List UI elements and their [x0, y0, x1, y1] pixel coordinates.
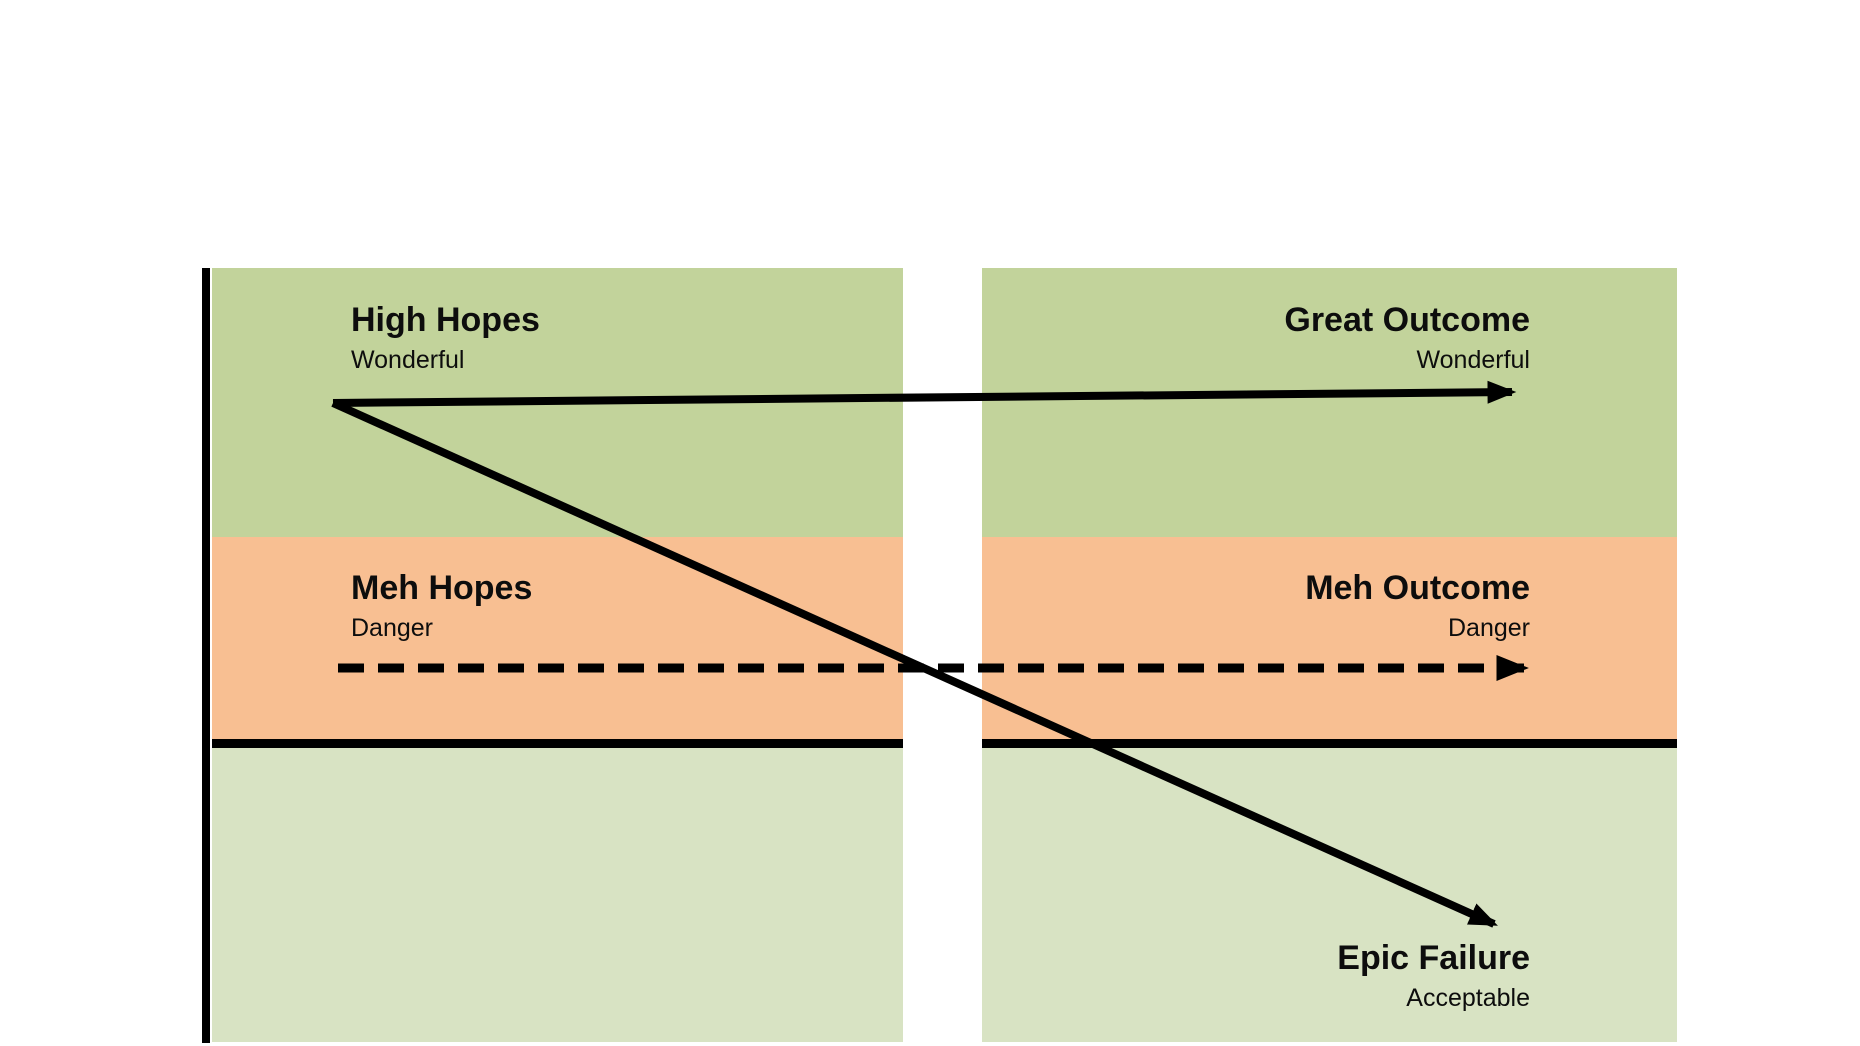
epic-failure-heading: Epic Failure — [1337, 939, 1530, 977]
high-hopes-heading: High Hopes — [351, 301, 540, 339]
label-meh-hopes: Meh Hopes Danger — [351, 568, 532, 643]
meh-hopes-heading: Meh Hopes — [351, 569, 533, 607]
vertical-axis-line — [202, 268, 210, 1043]
label-meh-outcome: Meh Outcome Danger — [1305, 568, 1530, 643]
great-outcome-heading: Great Outcome — [1284, 301, 1530, 339]
hopes-column — [212, 268, 903, 1042]
hopes-band-meh — [212, 537, 903, 748]
great-outcome-subtitle: Wonderful — [1416, 345, 1531, 374]
label-high-hopes: High Hopes Wonderful — [351, 300, 540, 375]
hopes-band-bottom — [212, 748, 903, 1042]
outcomes-column — [982, 268, 1677, 1042]
label-epic-failure: Epic Failure Acceptable — [1337, 938, 1530, 1013]
hopes-band-high — [212, 268, 903, 537]
outcomes-band-failure — [982, 748, 1677, 1042]
label-great-outcome: Great Outcome Wonderful — [1284, 300, 1530, 375]
high-hopes-subtitle: Wonderful — [351, 345, 465, 374]
meh-hopes-subtitle: Danger — [351, 613, 433, 642]
epic-failure-subtitle: Acceptable — [1406, 983, 1530, 1012]
meh-outcome-heading: Meh Outcome — [1305, 569, 1530, 607]
meh-outcome-subtitle: Danger — [1448, 613, 1530, 642]
